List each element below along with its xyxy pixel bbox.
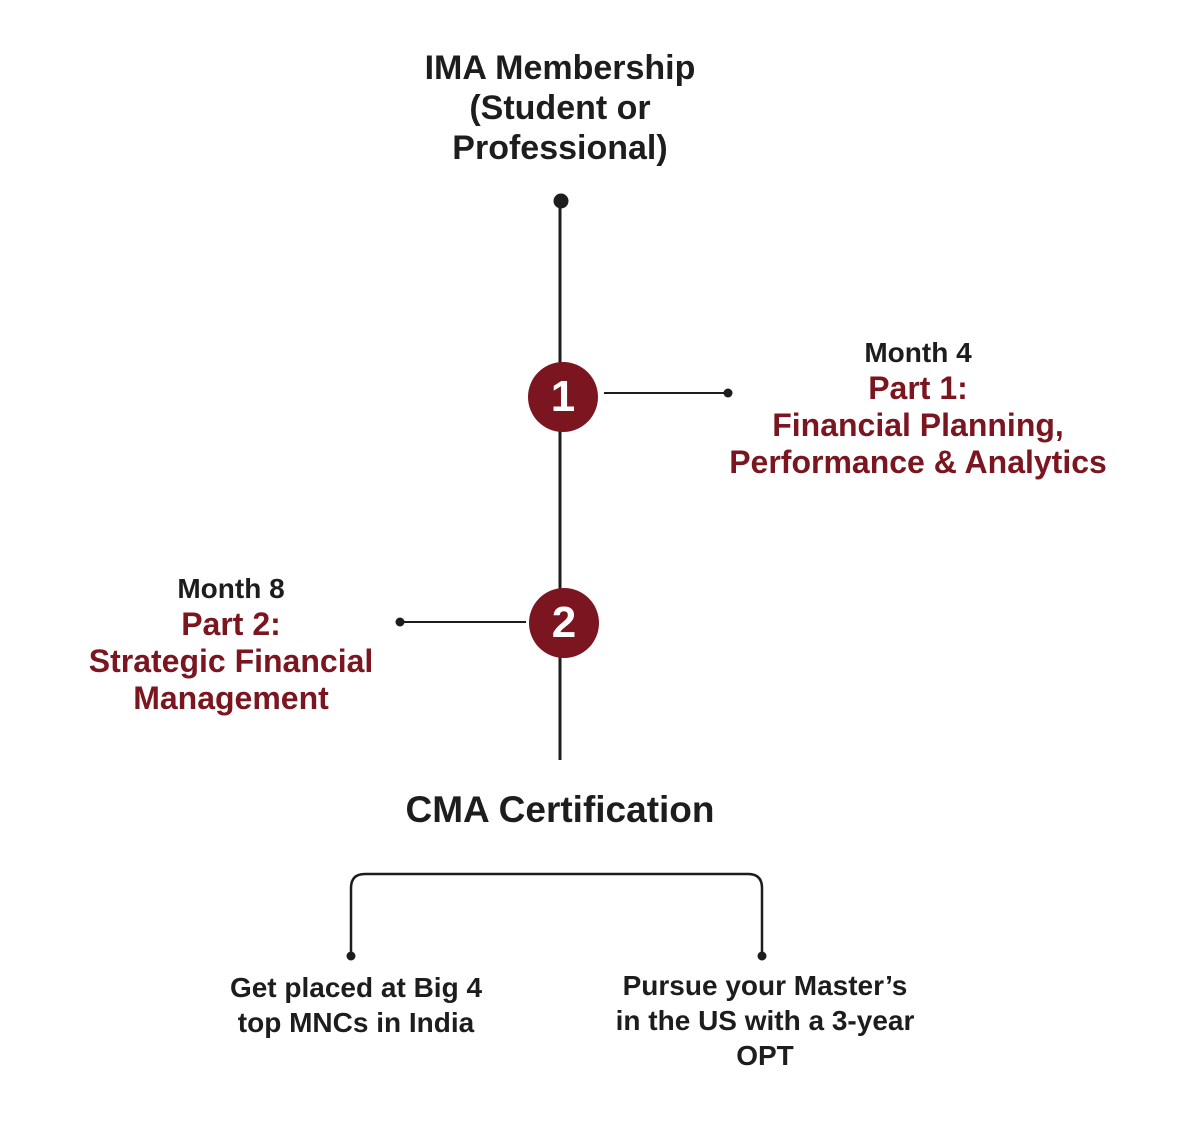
top-node-line: (Student or	[469, 89, 651, 128]
part-1-month: Month 4	[864, 337, 972, 368]
part-1-label: Month 4 Part 1: Financial Planning, Perf…	[690, 336, 1146, 481]
outcome-line: Get placed at Big 4	[229, 972, 483, 1003]
part-1-desc-line: Performance & Analytics	[729, 443, 1107, 480]
start-dot	[553, 193, 569, 209]
step-2-badge: 2	[529, 588, 599, 658]
part-2-month: Month 8	[177, 573, 285, 604]
part-2-title: Part 2:	[181, 605, 281, 642]
outcome-line: Pursue your Master’s	[622, 970, 908, 1001]
part2-connector-dot	[395, 617, 405, 627]
step-1-badge: 1	[528, 362, 598, 432]
part-1-title: Part 1:	[868, 369, 968, 406]
top-node-line: Professional)	[452, 129, 668, 168]
outcome-line: top MNCs in India	[237, 1007, 475, 1038]
outcome-bracket	[349, 872, 764, 956]
outcome-line: OPT	[736, 1040, 794, 1071]
part-2-desc-line: Strategic Financial	[88, 642, 374, 679]
ima-membership-node: IMA Membership (Student or Professional)	[360, 48, 760, 168]
top-node-line: IMA Membership	[424, 49, 696, 87]
outcome-right-dot	[757, 951, 767, 961]
cma-certification-node: CMA Certification	[405, 789, 715, 830]
outcome-line: in the US with a 3-year	[615, 1005, 915, 1036]
part-1-desc-line: Financial Planning,	[772, 406, 1064, 443]
outcome-big4: Get placed at Big 4 top MNCs in India	[196, 970, 516, 1040]
part-2-desc-line: Management	[133, 679, 329, 716]
outcome-masters-us: Pursue your Master’s in the US with a 3-…	[580, 968, 950, 1073]
part-2-label: Month 8 Part 2: Strategic Financial Mana…	[40, 572, 422, 717]
part1-connector-dot	[723, 388, 733, 398]
outcome-left-dot	[346, 951, 356, 961]
